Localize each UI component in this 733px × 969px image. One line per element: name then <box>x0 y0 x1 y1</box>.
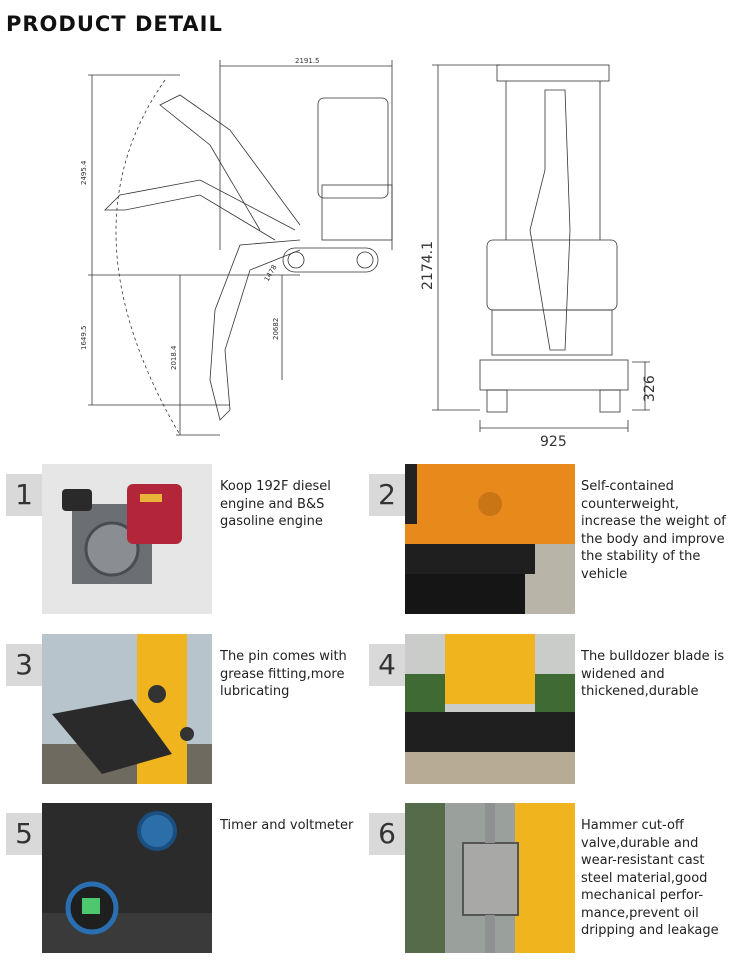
dim-dump-height: 2018.4 <box>170 345 178 370</box>
feature-number: 4 <box>369 644 405 686</box>
dim-ground-clearance: 326 <box>642 375 658 402</box>
pin-grease-photo <box>42 634 212 784</box>
feature-3: 3 The pin comes with grease fitting,more… <box>0 634 360 790</box>
diesel-engine-photo <box>42 464 212 614</box>
timer-voltmeter-photo <box>42 803 212 953</box>
dim-reach: 20682 <box>272 318 280 340</box>
feature-number: 3 <box>6 644 42 686</box>
feature-number: 2 <box>369 474 405 516</box>
dim-dig-height: 2495.4 <box>80 160 88 185</box>
feature-number: 1 <box>6 474 42 516</box>
dim-dig-depth: 1649.5 <box>80 326 88 351</box>
technical-drawing: 2191.5 2495.4 1649.5 2018.4 20682 1478 <box>0 50 733 450</box>
bulldozer-blade-photo <box>405 634 575 784</box>
dim-total-height: 2174.1 <box>420 241 436 290</box>
feature-5: 5 Timer and voltmeter <box>0 803 360 959</box>
counterweight-photo <box>405 464 575 614</box>
feature-description: The bulldozer blade is widened and thick… <box>581 649 725 699</box>
feature-2: 2 Self-contained counterweight, increase… <box>363 464 726 620</box>
feature-1: 1 Koop 192F diesel engine and B&S gasoli… <box>0 464 360 620</box>
feature-description: Koop 192F diesel engine and B&S gasoline… <box>220 479 331 529</box>
dim-angle: 1478 <box>263 264 279 283</box>
feature-number: 5 <box>6 813 42 855</box>
feature-description: Hammer cut-off valve,durable and wear-re… <box>581 818 719 938</box>
feature-6: 6 Hammer cut-off valve,durable and wear-… <box>363 803 723 959</box>
excavator-dimension-diagram: 2191.5 2495.4 1649.5 2018.4 20682 1478 <box>80 57 658 450</box>
feature-description: The pin comes with grease fitting,more l… <box>220 649 347 699</box>
feature-description: Timer and voltmeter <box>220 818 354 833</box>
hammer-valve-photo <box>405 803 575 953</box>
dim-track-width: 925 <box>540 434 567 450</box>
feature-number: 6 <box>369 813 405 855</box>
dim-overall-length: 2191.5 <box>295 57 320 65</box>
feature-4: 4 The bulldozer blade is widened and thi… <box>363 634 724 790</box>
page-title: PRODUCT DETAIL <box>6 12 223 36</box>
feature-description: Self-contained counterweight, increase t… <box>581 479 726 582</box>
